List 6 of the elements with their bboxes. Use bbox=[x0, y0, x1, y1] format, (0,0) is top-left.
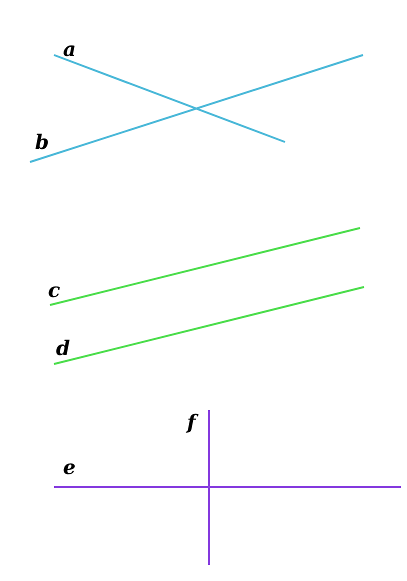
line-label: a bbox=[63, 39, 76, 59]
line-label: f bbox=[187, 412, 196, 432]
line-label: c bbox=[48, 280, 60, 300]
line-label: b bbox=[35, 132, 49, 152]
line-label: d bbox=[56, 338, 70, 358]
line-label: e bbox=[63, 457, 76, 477]
